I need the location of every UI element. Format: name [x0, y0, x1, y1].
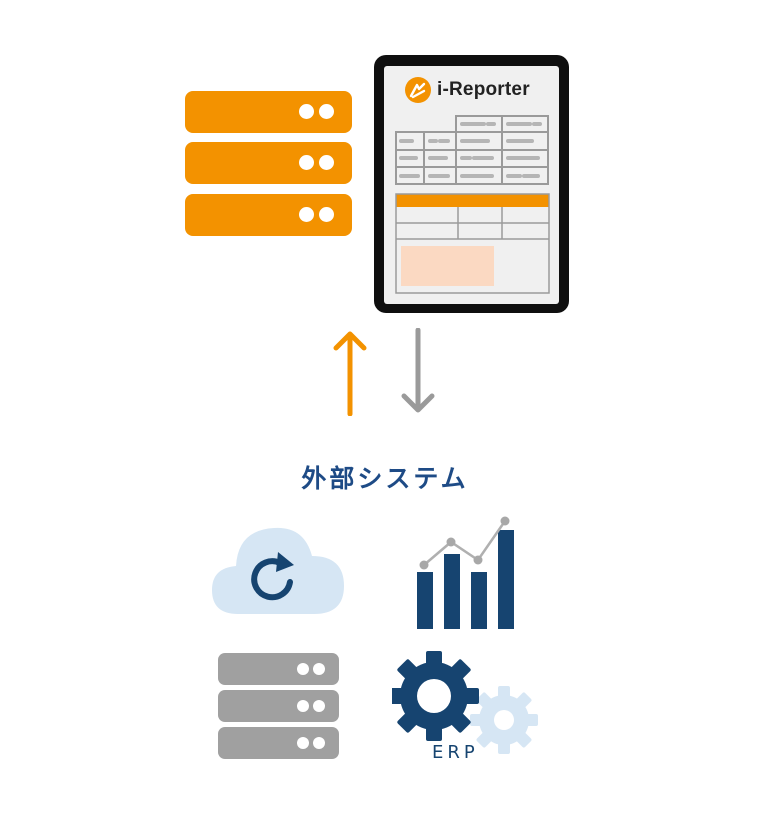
server-unit-1: [218, 653, 339, 685]
i-reporter-logo: i-Reporter: [404, 76, 530, 104]
i-reporter-logo-icon: [405, 77, 431, 103]
server-unit-1: [185, 91, 352, 133]
bar-line-chart-icon: [417, 516, 514, 629]
server-unit-2: [218, 690, 339, 722]
arrow-up-icon: [333, 331, 367, 416]
cloud-sync-icon: [212, 527, 344, 614]
external-system-title: 外部システム: [301, 464, 469, 493]
arrow-down-icon: [401, 328, 435, 413]
app-name: i-Reporter: [437, 79, 530, 100]
erp-label: ERP: [432, 742, 479, 763]
form-preview-graphic: [395, 115, 550, 294]
server-unit-2: [185, 142, 352, 184]
server-unit-3: [218, 727, 339, 759]
erp-gears-icon: [392, 651, 538, 754]
server-unit-3: [185, 194, 352, 236]
